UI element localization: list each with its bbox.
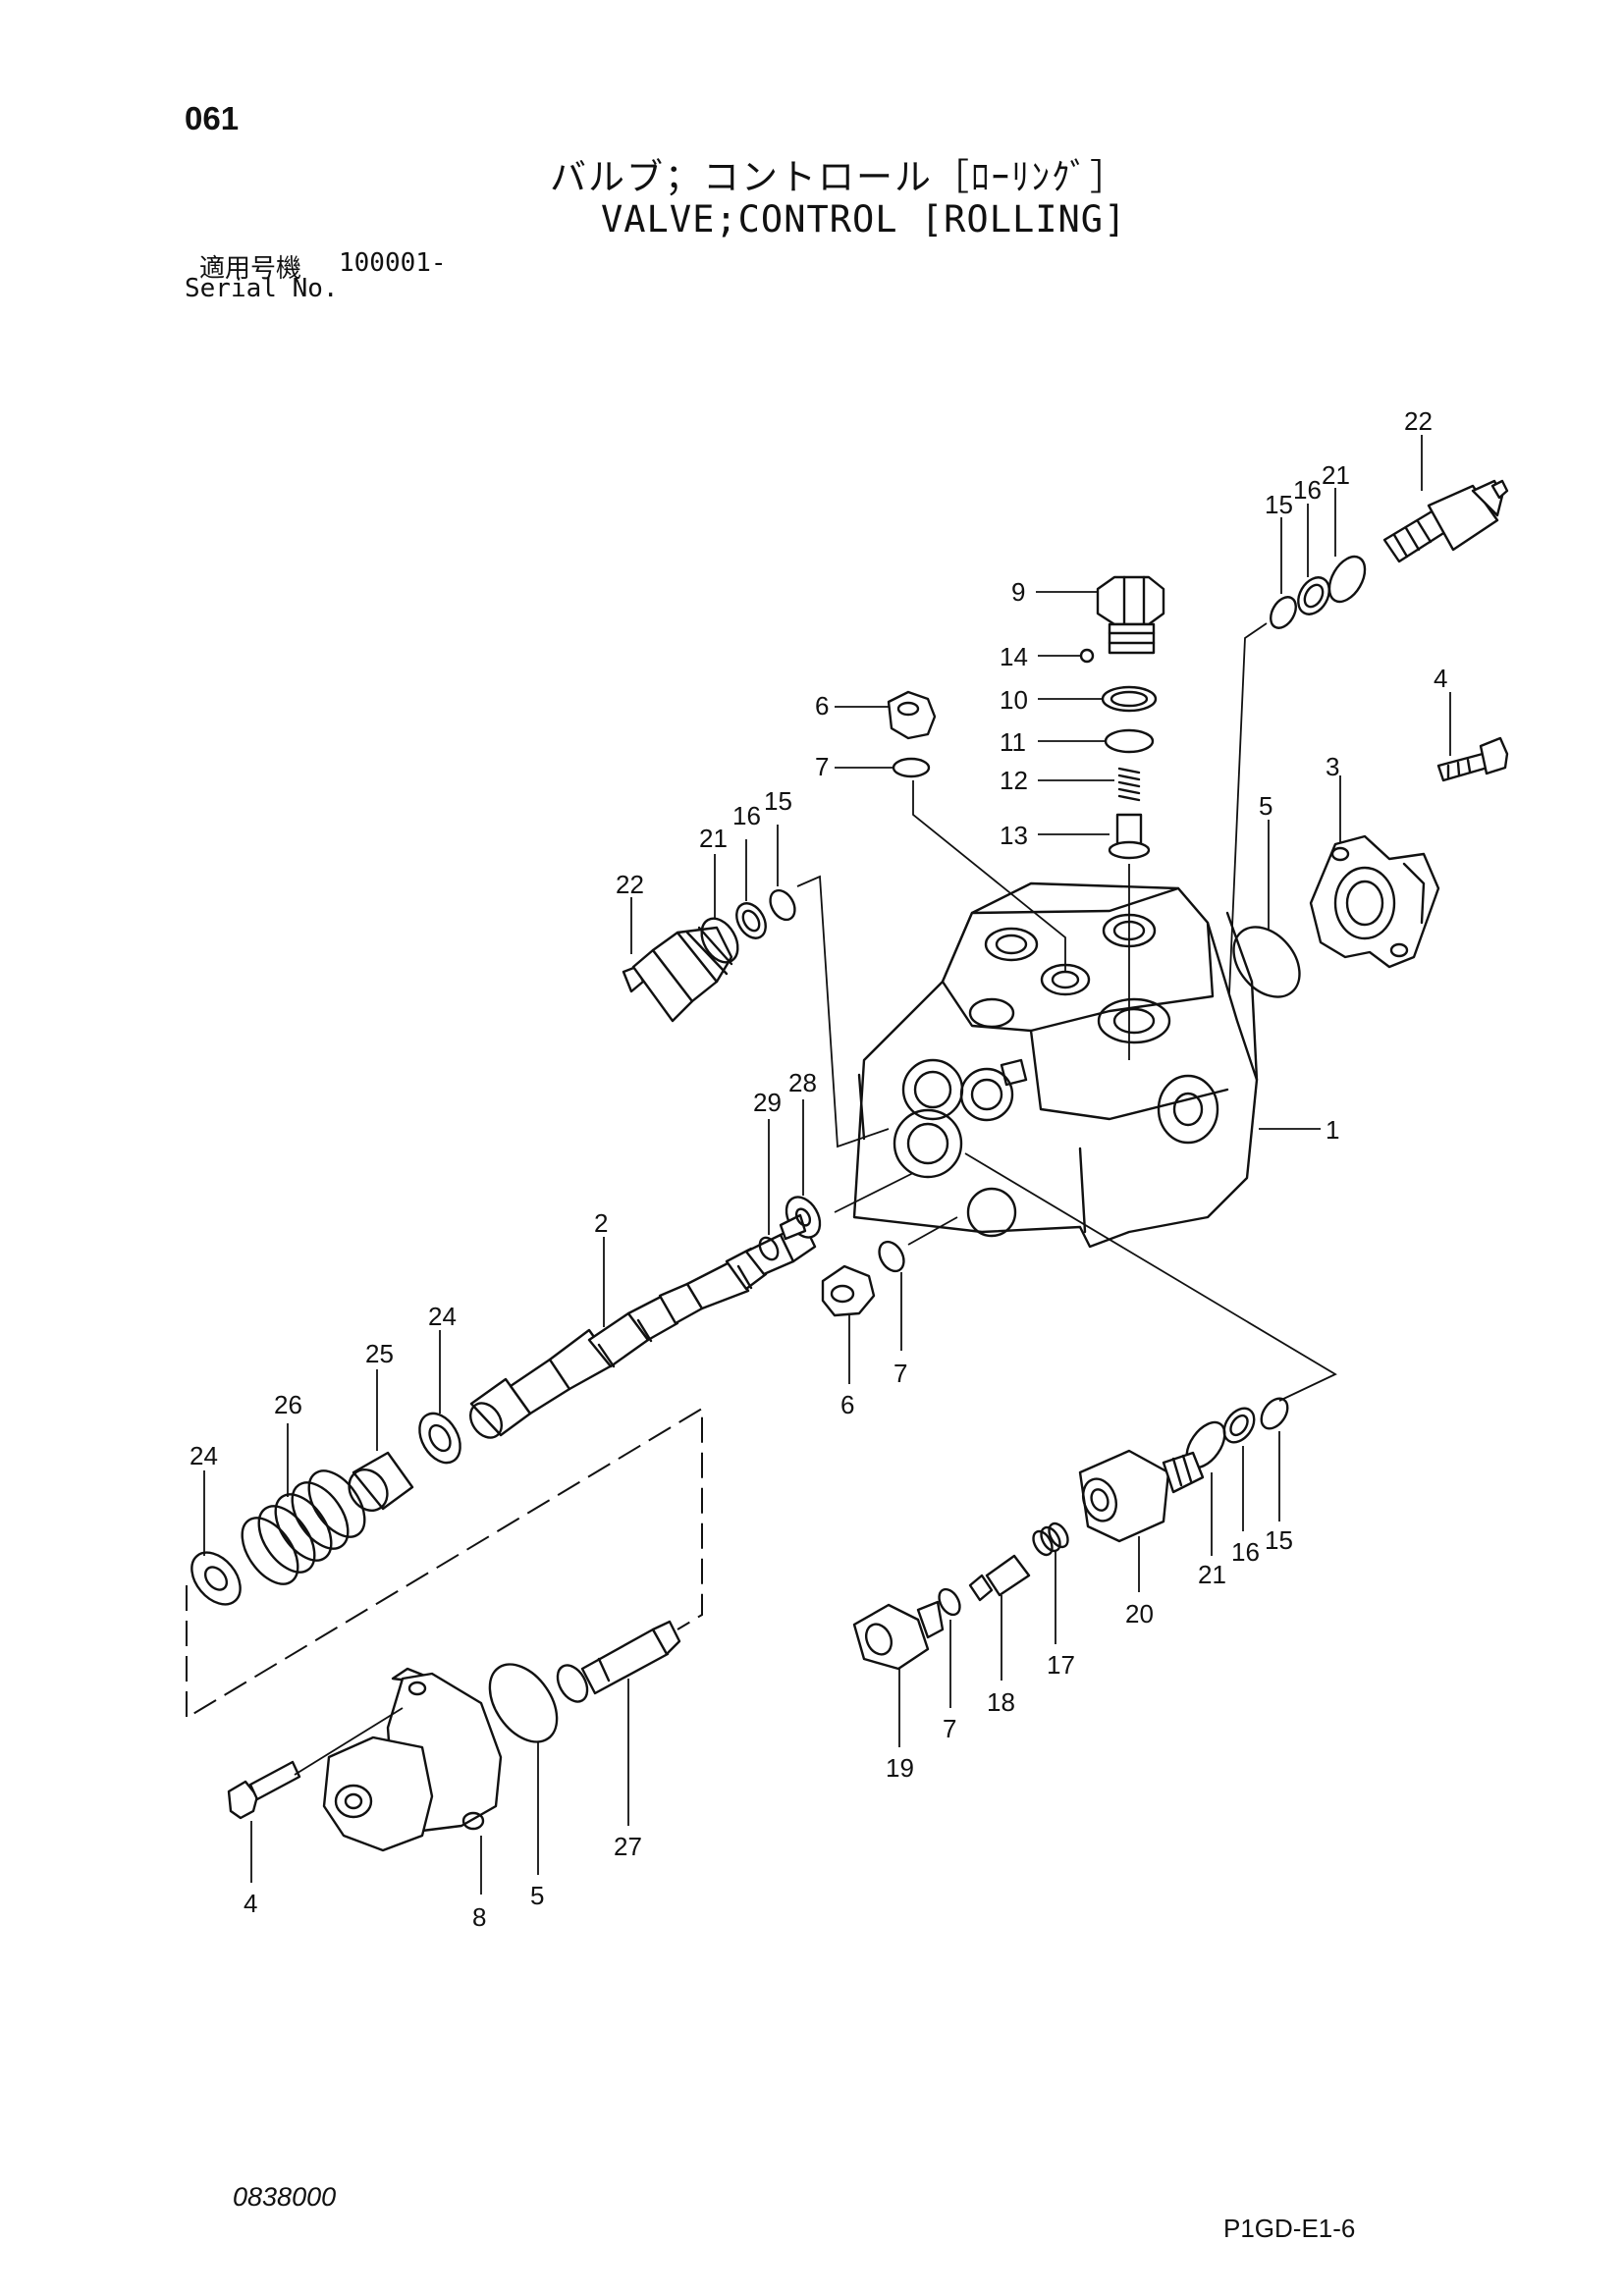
o-ring-part-15-top — [1270, 596, 1297, 629]
stopper-part-25 — [348, 1451, 414, 1512]
callout-29: 29 — [753, 1088, 782, 1117]
relief-valve-part-22-top — [1382, 479, 1509, 563]
o-ring-part-11 — [1104, 728, 1155, 754]
callout-14: 14 — [1000, 642, 1028, 671]
callout-9: 9 — [1011, 577, 1025, 607]
callout-21-bottom: 21 — [1198, 1560, 1226, 1589]
o-ring-part-7-top — [892, 757, 931, 778]
page-number: 061 — [185, 100, 240, 136]
plug-part-19 — [852, 1600, 945, 1671]
spring-part-12 — [1117, 767, 1141, 802]
spool-part-2 — [468, 1220, 817, 1439]
callout-27: 27 — [614, 1832, 642, 1861]
callout-20: 20 — [1125, 1599, 1154, 1629]
plug-part-6-top — [887, 690, 937, 740]
serial-label-english: Serial No. — [185, 274, 339, 303]
o-ring-part-7-mid — [878, 1240, 905, 1273]
callout-21-top: 21 — [1322, 460, 1350, 490]
ring-part-10 — [1101, 685, 1158, 713]
callout-12: 12 — [1000, 766, 1028, 795]
callout-1: 1 — [1326, 1115, 1339, 1145]
backup-ring-part-16-bottom — [1222, 1407, 1256, 1444]
flange-cover-part-3 — [1309, 834, 1440, 969]
callout-7-top: 7 — [815, 752, 829, 781]
callout-3: 3 — [1326, 752, 1339, 781]
spring-part-17 — [1032, 1522, 1069, 1557]
callout-24-left: 24 — [189, 1441, 218, 1470]
callout-16-top: 16 — [1293, 475, 1322, 505]
callout-5-top: 5 — [1259, 791, 1272, 821]
plug-part-9 — [1096, 575, 1165, 655]
o-ring-part-14 — [1079, 648, 1095, 664]
backup-ring-part-16-left — [735, 902, 767, 939]
callout-7-bottom: 7 — [943, 1714, 956, 1743]
callout-26: 26 — [274, 1390, 302, 1419]
title-japanese: バルブ；コントロール［ﾛｰﾘﾝｸﾞ］ — [550, 156, 1128, 198]
o-ring-part-29 — [758, 1236, 780, 1261]
callout-6-top: 6 — [815, 691, 829, 721]
callout-4-bottom: 4 — [244, 1889, 257, 1918]
callout-15-top: 15 — [1265, 490, 1293, 519]
valve-body-part-1 — [852, 881, 1259, 1249]
o-ring-part-7-bottom — [938, 1587, 961, 1617]
callout-21-left: 21 — [699, 824, 728, 853]
serial-range: 100001- — [339, 248, 447, 278]
relief-valve-part-22-left — [622, 926, 733, 1023]
o-ring-part-15-bottom — [1260, 1397, 1289, 1430]
o-ring-part-15-left — [769, 888, 796, 922]
o-ring-part-21-left — [700, 917, 739, 964]
callout-22-top: 22 — [1404, 406, 1433, 436]
callout-15-bottom: 15 — [1265, 1525, 1293, 1555]
spring-part-26 — [241, 1469, 366, 1585]
callout-5-bottom: 5 — [530, 1881, 544, 1910]
callout-8: 8 — [472, 1902, 486, 1932]
callout-2: 2 — [594, 1208, 608, 1238]
callout-22-left: 22 — [616, 870, 644, 899]
spring-seat-part-24-right — [418, 1412, 461, 1465]
poppet-part-18 — [968, 1554, 1031, 1602]
poppet-part-13 — [1108, 813, 1151, 860]
callout-24-right: 24 — [428, 1302, 457, 1331]
connector-part-20 — [1078, 1449, 1205, 1543]
callout-13: 13 — [1000, 821, 1028, 850]
callout-17: 17 — [1047, 1650, 1075, 1680]
retainer-part-28 — [779, 1196, 822, 1241]
callout-25: 25 — [365, 1339, 394, 1368]
callout-11: 11 — [1000, 727, 1026, 757]
serial-label-japanese: 適用号機 — [199, 254, 302, 284]
callout-4-top: 4 — [1434, 664, 1447, 693]
o-ring-part-5-top — [1232, 926, 1301, 998]
callout-15-left: 15 — [764, 786, 792, 816]
callout-10: 10 — [1000, 685, 1028, 715]
callout-7-mid: 7 — [893, 1359, 907, 1388]
backup-ring-part-16-top — [1297, 576, 1330, 615]
plug-part-6-bottom — [821, 1264, 876, 1317]
cover-part-8 — [322, 1667, 503, 1852]
callout-18: 18 — [987, 1687, 1015, 1717]
bolt-part-4-bottom — [227, 1760, 301, 1820]
callout-16-left: 16 — [732, 801, 761, 830]
callout-19: 19 — [886, 1753, 914, 1783]
drawing-number: 0838000 — [233, 2182, 337, 2212]
callout-6-bottom: 6 — [840, 1390, 854, 1419]
callout-16-bottom: 16 — [1231, 1537, 1260, 1567]
o-ring-part-21-top — [1327, 555, 1367, 604]
o-ring-part-5-bottom — [488, 1663, 559, 1743]
spring-seat-part-24-left — [190, 1551, 242, 1606]
spool-end-part-27 — [556, 1620, 681, 1703]
bolt-part-4-top — [1436, 736, 1509, 782]
callout-28: 28 — [788, 1068, 817, 1097]
sheet-code: P1GD-E1-6 — [1223, 2214, 1356, 2243]
title-english: VALVE;CONTROL [ROLLING] — [601, 198, 1127, 240]
